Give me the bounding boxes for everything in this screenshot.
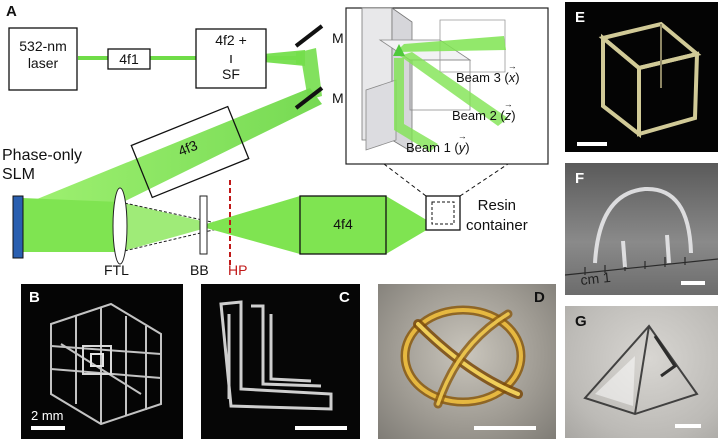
inset-connector-left: [383, 163, 427, 197]
panel-label-d: D: [534, 289, 545, 306]
inset-beam-3: [396, 36, 506, 52]
vector-arrow-icon: →: [457, 131, 467, 141]
laser-label-line1: 532-nm: [19, 38, 67, 54]
photo-f-arch: cm 1: [565, 186, 718, 288]
resin-label-line2: container: [466, 217, 528, 234]
inset-beam1-vector: y→: [457, 131, 467, 155]
slm-device: [12, 195, 24, 259]
laser-label: 532-nm laser: [9, 38, 77, 72]
inset-beam3-close: ): [515, 70, 520, 85]
inset-beam1-close: ): [465, 140, 470, 155]
4f3-box-group: [130, 105, 250, 199]
photo-panel-f: cm 1 F: [565, 163, 718, 295]
photo-panel-d: D: [378, 284, 556, 439]
inset-cube-back: [439, 19, 506, 73]
slm-label-line1: Phase-only: [2, 147, 83, 164]
vector-arrow-icon: →: [503, 99, 513, 109]
panel-label-e: E: [575, 9, 586, 26]
photo-d-knot: [400, 305, 526, 409]
resin-label: Resin container: [466, 196, 528, 236]
4f2-label-line2: SF: [222, 66, 240, 82]
slm-label-line2: SLM: [2, 166, 35, 183]
beam-mirror-link: [300, 48, 322, 100]
inset-beam1-label: Beam 1 (y→): [406, 131, 470, 155]
bb-block: [199, 195, 208, 255]
mirror-top-label: M: [332, 30, 344, 46]
mirror-bottom: [294, 86, 324, 110]
laser-box: [8, 27, 78, 91]
panel-label-g: G: [575, 313, 587, 330]
panel-label-c: C: [339, 289, 350, 306]
scale-bar-d: [474, 426, 536, 430]
beam-4f4: [206, 196, 430, 254]
mirror-bottom-label: M: [332, 90, 344, 106]
beam-expanding-1: [242, 50, 305, 66]
4f4-label: 4f4: [333, 216, 353, 232]
bb-label: BB: [190, 262, 209, 278]
ftl-label: FTL: [104, 262, 129, 278]
resin-container-box: [425, 195, 461, 231]
4f4-box: [299, 195, 387, 255]
scale-bar-g: [675, 424, 701, 428]
4f1-box: [107, 48, 151, 70]
photo-panel-g: G: [565, 306, 718, 438]
resin-label-line1: Resin: [477, 197, 517, 214]
beam-segment-laser: [78, 56, 296, 60]
panel-label-a: A: [6, 3, 17, 20]
panel-label-b: B: [29, 289, 40, 306]
inset-beam-1-arrow: [393, 44, 405, 56]
photo-panel-b: B 2 mm: [21, 284, 183, 439]
scale-bar-e: [577, 142, 607, 146]
photo-b-lattice: [50, 302, 162, 426]
ray-upper: [119, 201, 231, 227]
slm-label: Phase-only SLM: [2, 146, 82, 184]
photo-c-corner: [219, 300, 333, 411]
4f1-label: 4f1: [119, 51, 139, 67]
inset-beam2-text: Beam 2 (: [452, 108, 505, 123]
beam-cone-ftl: [120, 202, 206, 252]
inset-beam3-label: Beam 3 (x→): [456, 61, 520, 85]
scale-bar-b: [31, 426, 65, 430]
scale-bar-c: [295, 426, 347, 430]
beam-slm-ftl: [22, 198, 120, 252]
laser-label-line2: laser: [27, 55, 59, 71]
resin-inner-dashed: [431, 201, 455, 225]
ftl-lens: [112, 187, 128, 265]
inset-beam2-vector: z→: [503, 99, 513, 123]
4f3-box: [130, 105, 250, 199]
inset-beam-1: [394, 58, 438, 152]
inset-beam-2: [400, 52, 508, 126]
inset-beam3-text: Beam 3 (: [456, 70, 509, 85]
panel-label-f: F: [575, 170, 585, 187]
photo-panel-e: E: [565, 2, 718, 152]
inset-beam2-label: Beam 2 (z→): [452, 99, 516, 123]
vector-arrow-icon: →: [507, 61, 517, 71]
inset-beam3-vector: x→: [507, 61, 517, 85]
4f2-label-line1: 4f2 +: [215, 32, 247, 48]
photo-e-cube: [598, 21, 702, 139]
photo-g-tetra: [583, 324, 699, 416]
photo-f-ruler-mark: cm 1: [580, 269, 612, 288]
inset-beam1-text: Beam 1 (: [406, 140, 459, 155]
photo-panel-c: C: [201, 284, 360, 439]
hp-label: HP: [228, 262, 248, 278]
scale-bar-f: [681, 281, 705, 285]
inset-beam2-close: ): [511, 108, 516, 123]
inset-wedge: [365, 79, 397, 151]
inset-cube-front: [409, 59, 471, 111]
scale-label-b: 2 mm: [31, 408, 64, 423]
mirror-top: [294, 24, 324, 48]
ray-lower: [119, 225, 231, 253]
inset-connector-right: [459, 163, 509, 197]
